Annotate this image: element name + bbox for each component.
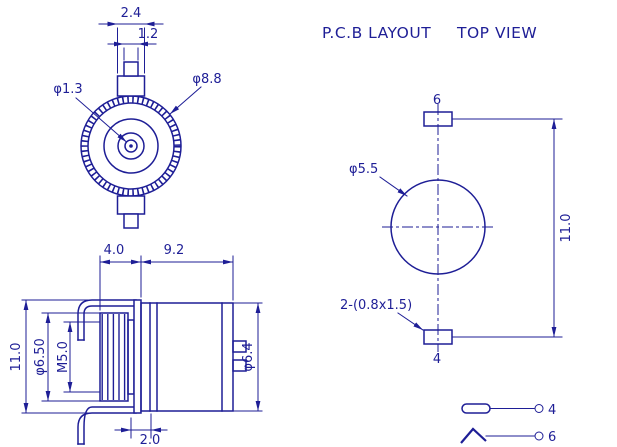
front-body-circle [87, 102, 175, 190]
dim-overall-height: 11.0 [9, 299, 134, 414]
dia-nut-label: φ6.50 [33, 338, 48, 376]
front-center-pin-circle [124, 139, 138, 153]
legend-terminal-circle-6 [534, 431, 544, 441]
front-view [80, 61, 182, 229]
front-view-dimensions: 2.4 1.2 φ1.3 φ8.8 [53, 6, 222, 143]
dim-tab-outer-width: 2.4 [98, 6, 164, 74]
side-view [77, 299, 247, 445]
pcb-layout-title: P.C.B LAYOUT [322, 24, 431, 42]
dim-tab-inner-width: 1.2 [107, 27, 159, 61]
pcb-top-view-label: TOP VIEW [456, 24, 537, 42]
legend-round-pin-label: 4 [548, 403, 556, 418]
side-thread-section [127, 319, 135, 395]
dim-overall-height-label: 11.0 [9, 343, 24, 372]
side-body [140, 302, 234, 412]
pin-legend: 4 6 [460, 403, 556, 445]
dia-hole-callout: φ5.5 [349, 162, 408, 197]
side-flange [133, 299, 142, 414]
dia-nut-dimension: φ6.50 [33, 312, 100, 402]
dia-body-label: φ6.4 [241, 342, 256, 371]
dim-pin-offset: 2.0 [114, 413, 168, 447]
pcb-pad-bottom-label: 4 [433, 352, 441, 367]
front-center-dot [129, 144, 133, 148]
dim-nut-length: 4.0 [99, 243, 142, 311]
side-rear-terminal-top [232, 340, 247, 353]
dim-nut-length-label: 4.0 [104, 243, 125, 258]
bent-pin-icon [460, 427, 487, 444]
legend-bent-pin-row: 6 [460, 427, 556, 445]
pad-spec-callout: 2-(0.8x1.5) [340, 298, 424, 331]
dia-hole-label: φ5.5 [349, 162, 378, 177]
front-tab-top-narrow [123, 61, 139, 77]
front-recess-circle [103, 118, 159, 174]
dim-body-length-label: 9.2 [164, 243, 185, 258]
front-tab-top-wide [116, 75, 146, 97]
dia-center-pin-label: φ1.3 [53, 82, 82, 97]
dim-tab-inner-width-label: 1.2 [138, 27, 159, 42]
dia-body-dimension: φ6.4 [232, 302, 263, 412]
legend-round-pin-row: 4 [461, 403, 556, 418]
legend-bent-pin-label: 6 [548, 430, 556, 445]
dia-outer-body-label: φ8.8 [192, 72, 221, 87]
front-tab-bottom-narrow [123, 213, 139, 229]
front-hole-circle [117, 132, 145, 160]
front-tab-bottom-wide [116, 195, 146, 215]
dim-pad-spacing-label: 11.0 [559, 214, 574, 243]
front-knurl-teeth [81, 96, 181, 196]
dim-pad-spacing: 11.0 [451, 118, 574, 338]
dim-tab-outer-width-label: 2.4 [121, 6, 142, 21]
dia-center-pin-callout: φ1.3 [53, 82, 128, 143]
dia-outer-body-callout: φ8.8 [169, 72, 222, 115]
thread-spec-label: M5.0 [56, 341, 71, 373]
dim-pin-offset-label: 2.0 [140, 433, 161, 447]
legend-terminal-circle-4 [534, 404, 544, 413]
thread-spec-dimension: M5.0 [56, 321, 100, 393]
dim-body-length: 9.2 [140, 243, 234, 301]
side-rear-terminal-bottom [232, 359, 247, 372]
pad-spec-label: 2-(0.8x1.5) [340, 298, 412, 313]
round-pin-icon [461, 403, 491, 414]
pcb-layout: P.C.B LAYOUT TOP VIEW 6 4 φ5.5 2-(0.8x1.… [322, 24, 574, 367]
pcb-pad-top-label: 6 [433, 93, 441, 108]
side-view-dimensions: 4.0 9.2 11.0 φ6.50 M5.0 [9, 243, 263, 447]
